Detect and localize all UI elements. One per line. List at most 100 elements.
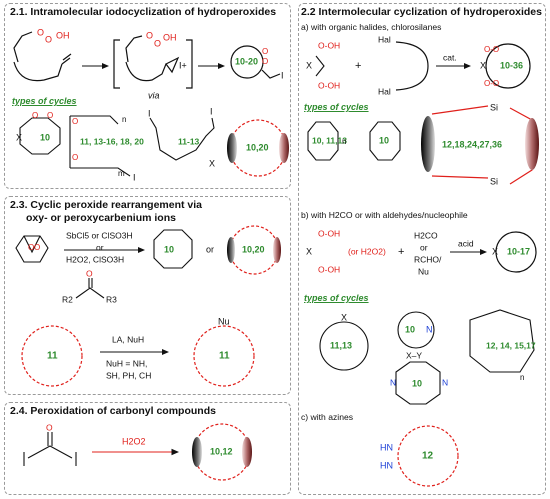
p22b-acid-label: acid [458,238,474,248]
p22b-c3-x: X–Y [406,350,422,360]
panel-2-2b-label: b) with H2CO or with aldehydes/nucleophi… [301,210,468,220]
p22-cat-label: cat. [443,52,457,62]
p22-prod-oa: O-O [484,45,499,54]
p22b-cycle-12-17 [469,309,535,373]
p23-ketone-o: O [86,268,93,278]
p22-x-oo2: O-OH [318,80,340,90]
p21-c1113-x: X [209,158,215,168]
p22b-oo2: O-OH [318,264,340,274]
p22c-ring-12 [397,425,459,487]
p21-int-iplus: I+ [179,60,187,70]
p22b-cycle-label-1: 11,13 [330,340,352,350]
p21-c11-n: n [122,115,126,124]
panel-2-1-title: 2.1. Intramolecular iodocyclization of h… [10,6,277,18]
p22b-c1-x: X [341,312,347,322]
p21-intermediate [113,35,193,89]
p21-cycle-label-3: 11-13 [178,136,200,146]
p23-nuh-2: SH, PH, CH [106,370,151,380]
p21-cycle-11-13 [149,117,215,161]
p22b-oo1: O-OH [318,228,340,238]
p22b-cycle-10a [397,311,435,349]
panel-2-2a-label: a) with organic halides, chlorosilanes [301,22,442,32]
p22b-cycle-11-13 [319,321,369,371]
p21-cycle-label-2: 11, 13-16, 18, 20 [80,136,144,146]
p21-cycle-10 [19,117,61,155]
p22-x-bis-hydroperoxide [315,55,325,77]
p21-start-o2: O [45,34,52,44]
p21-product-ring [230,45,281,79]
p21-start-o1: O [37,27,44,37]
p22b-cycle-10b [395,361,441,405]
p21-via-label: via [148,90,160,100]
p21-c1113-i1: I [148,108,151,118]
p22-cycle-big [421,105,539,185]
p21-c1113-i2: I [210,106,213,116]
p24-product-ring [192,423,252,481]
p21-c11-o2: O [72,153,78,162]
panel-2-4 [4,402,291,495]
p22b-cycle-label-2: 10 [405,324,415,334]
p22-si-bottom: Si [490,176,498,186]
p21-ring1-label: 10-20 [235,56,258,66]
p23-product-b [227,225,281,275]
p23-reagent-2: H2O2, ClSO3H [66,254,124,264]
p22b-c3-n2: N [442,377,448,387]
p22b-plus: + [398,246,404,258]
p22-dihalide [395,41,429,91]
p22-c1-n: n [342,137,346,146]
p22-x-oo1: O-OH [318,40,340,50]
p22-cycle-label-1: 10, 11,13 [312,135,347,145]
p22-prod-ob: O-O [484,79,499,88]
p22-x-label: X [306,60,312,70]
p22-si-top: Si [490,102,498,112]
p22-hal-bottom: Hal [378,86,391,96]
p21-prod-i: I [281,70,284,80]
p23-start-o1: O [28,243,34,252]
panel-2-3-title-line2: oxy- or peroxycarbenium ions [26,212,176,224]
p21-c10-x: X [16,132,22,142]
p23-ring-a: 10 [164,244,174,254]
p22c-ring-label: 12 [422,451,434,462]
panel-2-2c-label: c) with azines [301,412,354,422]
p23-product-a [153,229,193,269]
p21-c10-o1: O [32,111,38,120]
p23-r3: R3 [106,294,117,304]
panel-2-4-title: 2.4. Peroxidation of carbonyl compounds [10,405,216,417]
p23-reagent-1: SbCl5 or ClSO3H [66,230,133,240]
p21-c10-o2: O [47,111,53,120]
p22b-product-ring [495,231,537,273]
p23-ring-c: 11 [47,351,58,362]
p21-cycle-11-20 [69,115,131,177]
p22-prod-x: X [480,60,486,70]
panel-2-2a-types-label: types of cycles [304,102,369,112]
p24-ketone-o: O [46,422,53,432]
p22c-hn-bottom: HN [380,460,393,470]
p21-cycle-label-1: 10 [40,132,50,142]
p21-c11-i: I [133,172,136,182]
p22-cycle-10-11-13 [307,121,339,161]
p22b-ring1-label: 10-17 [507,246,530,256]
p22-product-ring [485,43,531,89]
p22-cycle-10 [369,121,401,161]
p23-start-o2: O [34,243,40,252]
p21-prod-o1: O [262,47,268,56]
panel-2-3-title-text: 2.3. Cyclic peroxide rearrangement via [10,199,203,211]
p23-ketone [75,278,105,299]
p23-nu-label: Nu [218,316,230,326]
panel-2-2 [298,3,546,495]
p23-ring-d: 11 [219,351,230,362]
p22b-c4-n: n [520,373,524,382]
p22b-cycle-label-4: 12, 14, 15,17 [486,340,536,350]
p22b-c2-n: N [426,324,433,334]
p23-ring-b: 10,20 [242,244,265,254]
p23-reagent-3: LA, NuH [112,334,144,344]
p22b-c3-n1: N [390,377,396,387]
p22b-cycle-label-3: 10 [412,378,422,388]
p24-ketone [23,432,77,466]
p22b-prod-x: X [492,246,498,256]
p22b-reagent-4: Nu [418,266,429,276]
panel-2-3-title-line1: 2.3. Cyclic peroxide rearrangement via [10,199,202,211]
p22b-reagent-1: H2CO [414,230,438,240]
